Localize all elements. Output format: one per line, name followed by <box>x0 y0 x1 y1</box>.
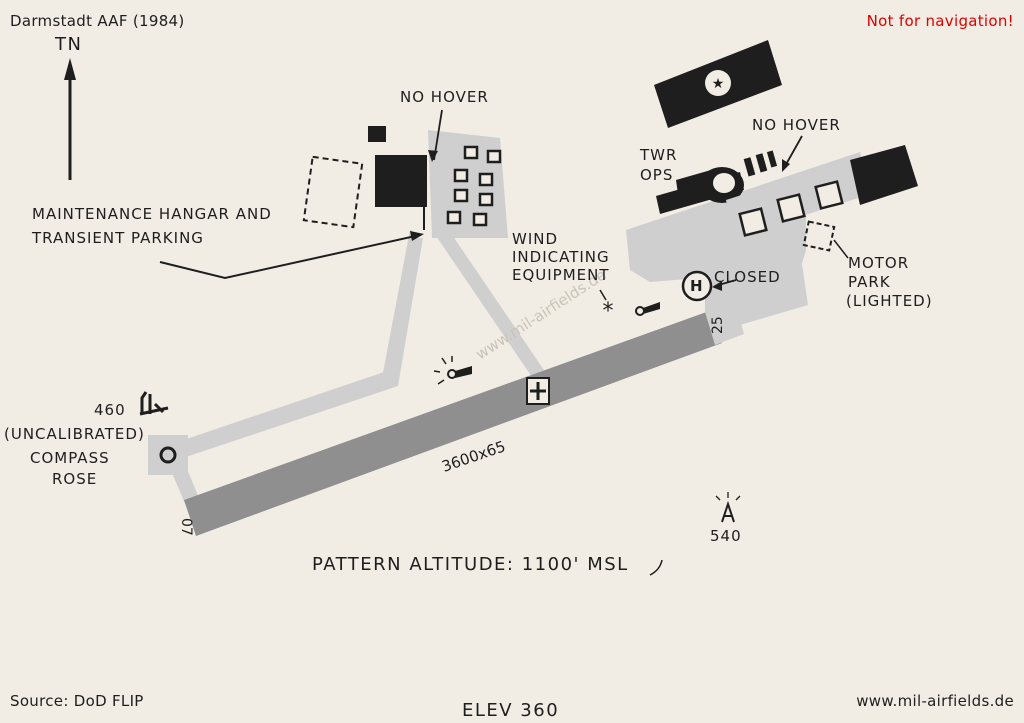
runway-end-west: 07 <box>178 518 194 536</box>
north-label: TN <box>55 34 83 55</box>
north-arrow-icon <box>64 58 76 180</box>
runway-25-threshold <box>705 302 744 345</box>
tower-label: TWR <box>640 146 678 164</box>
helipad-icon <box>681 270 713 302</box>
taxiway-west-diagonal <box>382 230 424 386</box>
elevation-460-label: 460 <box>94 401 126 419</box>
runway-dimensions: 3600x65 <box>439 437 507 476</box>
wind-label-line3: EQUIPMENT <box>512 266 610 284</box>
wind-label-line1: WIND <box>512 230 559 248</box>
pattern-altitude-label: PATTERN ALTITUDE: 1100' MSL <box>312 554 629 575</box>
compass-rose-label-line1: (UNCALIBRATED) <box>4 425 145 443</box>
maintenance-pointer <box>159 234 421 280</box>
taxiway-compass-rose-link <box>160 370 398 463</box>
closed-label: CLOSED <box>714 268 781 286</box>
ops-label: OPS <box>640 166 674 184</box>
wind-indicator-icon: * <box>599 289 614 324</box>
compass-rose-label-line2: COMPASS <box>30 449 110 467</box>
svg-text:*: * <box>603 299 614 324</box>
star-building: ★ <box>654 40 782 128</box>
compass-rose-icon <box>159 446 177 464</box>
runway-end-east: 25 <box>710 316 726 334</box>
svg-text:★: ★ <box>712 76 725 92</box>
motor-park-line1: MOTOR <box>848 254 910 272</box>
obstruction-540-icon <box>715 492 741 523</box>
windsock-icon <box>635 302 660 316</box>
runway-07-25 <box>184 310 722 536</box>
maintenance-label-line2: TRANSIENT PARKING <box>32 229 204 247</box>
taxiway-hangar-to-runway <box>432 226 548 380</box>
helipad-letter: H <box>690 277 703 295</box>
motor-park-outline <box>802 220 836 252</box>
motor-park-line2: PARK <box>848 273 891 291</box>
hangar-complex <box>365 126 508 238</box>
map-title: Darmstadt AAF (1984) <box>10 12 185 30</box>
website-credit[interactable]: www.mil-airfields.de <box>856 692 1014 710</box>
no-hover-east-label: NO HOVER <box>752 116 841 134</box>
compass-rose-pad <box>148 435 188 475</box>
no-hover-west-label: NO HOVER <box>400 88 489 106</box>
elevation-label: ELEV 360 <box>462 700 560 721</box>
compass-rose-label-line3: ROSE <box>52 470 98 488</box>
maintenance-label-line1: MAINTENANCE HANGAR AND <box>32 205 272 223</box>
wind-label-line2: INDICATING <box>512 248 610 266</box>
obstruction-460-icon <box>139 391 169 416</box>
east-operations-building <box>726 145 918 238</box>
motor-park-line3: (LIGHTED) <box>846 292 933 310</box>
beacon-icon <box>433 356 472 385</box>
navigation-warning: Not for navigation! <box>866 12 1014 30</box>
elevation-540-label: 540 <box>710 527 742 545</box>
source-credit: Source: DoD FLIP <box>10 692 144 710</box>
runway-marker-icon <box>526 377 550 405</box>
transient-parking-outline <box>302 155 364 229</box>
